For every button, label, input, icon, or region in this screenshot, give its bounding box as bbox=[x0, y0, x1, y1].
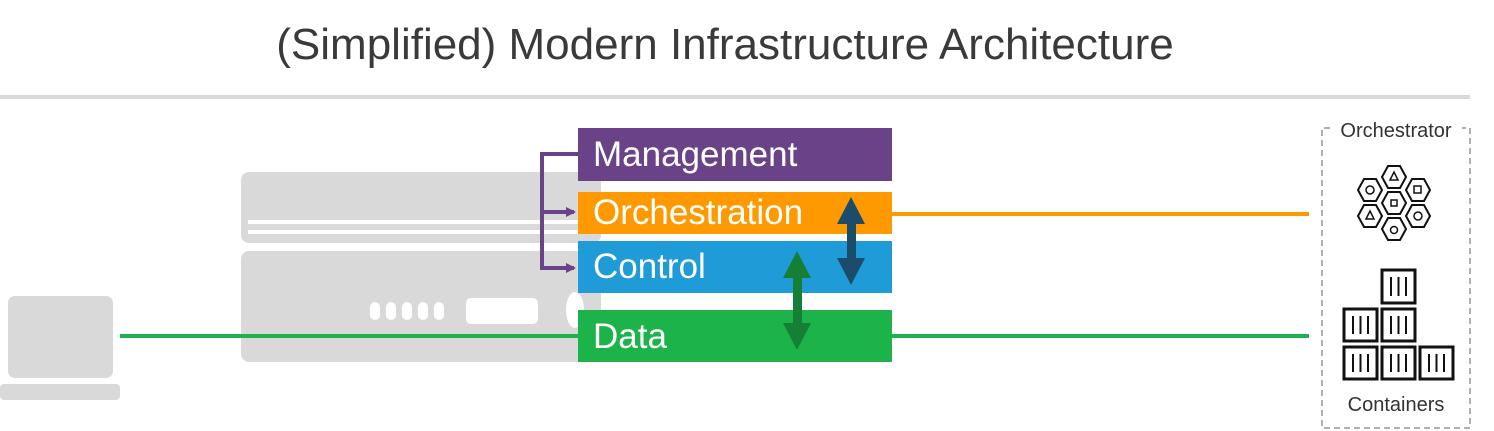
layer-data: Data bbox=[578, 310, 892, 362]
layer-orchestration: Orchestration bbox=[578, 192, 892, 234]
layer-management-label: Management bbox=[593, 135, 798, 174]
layer-control-label: Control bbox=[593, 247, 706, 286]
orchestrator-label: Orchestrator bbox=[1340, 120, 1451, 142]
layer-management: Management bbox=[578, 128, 892, 181]
orchestrator-box: Orchestrator Containers bbox=[1321, 120, 1471, 429]
title-divider bbox=[0, 95, 1470, 99]
laptop-icon bbox=[0, 296, 120, 400]
page-title: (Simplified) Modern Infrastructure Archi… bbox=[276, 20, 1174, 69]
orchestrator-hexagon-icon bbox=[1356, 165, 1432, 241]
control-data-arrow bbox=[783, 251, 811, 350]
containers-label: Containers bbox=[1348, 394, 1445, 416]
management-arrows bbox=[540, 152, 580, 273]
containers-stack-icon bbox=[1342, 268, 1455, 381]
layer-data-label: Data bbox=[593, 317, 667, 356]
orchestration-control-arrow bbox=[837, 197, 865, 285]
layer-control: Control bbox=[578, 241, 892, 293]
layer-orchestration-label: Orchestration bbox=[593, 193, 803, 232]
router-device-icon bbox=[241, 172, 601, 362]
